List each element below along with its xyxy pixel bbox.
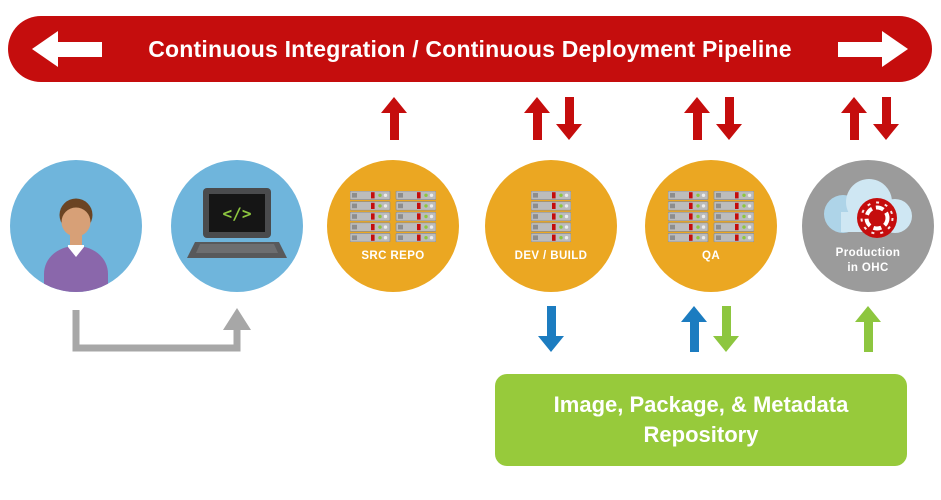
arrow-left-icon	[32, 31, 102, 67]
node-label-qa: QA	[701, 249, 721, 262]
code-glyph: </>	[223, 204, 252, 223]
server-stack-double-icon	[668, 191, 754, 242]
node-label-src-repo: SRC REPO	[361, 249, 425, 262]
laptop-code-icon: </>	[187, 188, 287, 258]
node-dev-build: DEV / BUILD	[485, 160, 617, 292]
dev-build-to-repo-arrow-icon	[538, 306, 564, 352]
qa-up-arrow-icon	[684, 97, 710, 140]
repo-to-production-arrow-icon	[855, 306, 881, 352]
node-src-repo: SRC REPO	[327, 160, 459, 292]
node-label-dev-build: DEV / BUILD	[514, 249, 588, 262]
arrow-left-head	[32, 31, 58, 67]
qa-down-arrow-icon	[716, 97, 742, 140]
dev-build-down-arrow-icon	[556, 97, 582, 140]
production-down-arrow-icon	[873, 97, 899, 140]
developer-to-workstation-connector	[72, 308, 251, 352]
production-up-arrow-icon	[841, 97, 867, 140]
node-developer	[10, 160, 142, 292]
qa-to-repo-arrow-icon	[713, 306, 739, 352]
repository-box: Image, Package, & Metadata Repository	[495, 374, 907, 466]
arrow-left-shaft	[58, 41, 102, 57]
node-production: Production in OHC	[802, 160, 934, 292]
arrow-right-head	[882, 31, 908, 67]
node-label-production: Production in OHC	[835, 247, 901, 274]
repository-box-label: Image, Package, & Metadata Repository	[553, 392, 849, 447]
arrow-right-icon	[838, 31, 908, 67]
pipeline-banner-title: Continuous Integration / Continuous Depl…	[148, 35, 792, 62]
arrow-right-shaft	[838, 41, 882, 57]
node-workstation: </>	[171, 160, 303, 292]
repo-to-qa-arrow-icon	[681, 306, 707, 352]
src-repo-up-arrow-icon	[381, 97, 407, 140]
server-stack-double-icon	[350, 191, 436, 242]
person-icon	[44, 198, 108, 292]
cloud-openshift-icon	[824, 179, 912, 239]
server-stack-icon	[531, 191, 571, 242]
node-qa: QA	[645, 160, 777, 292]
dev-build-up-arrow-icon	[524, 97, 550, 140]
pipeline-banner: Continuous Integration / Continuous Depl…	[8, 16, 932, 82]
